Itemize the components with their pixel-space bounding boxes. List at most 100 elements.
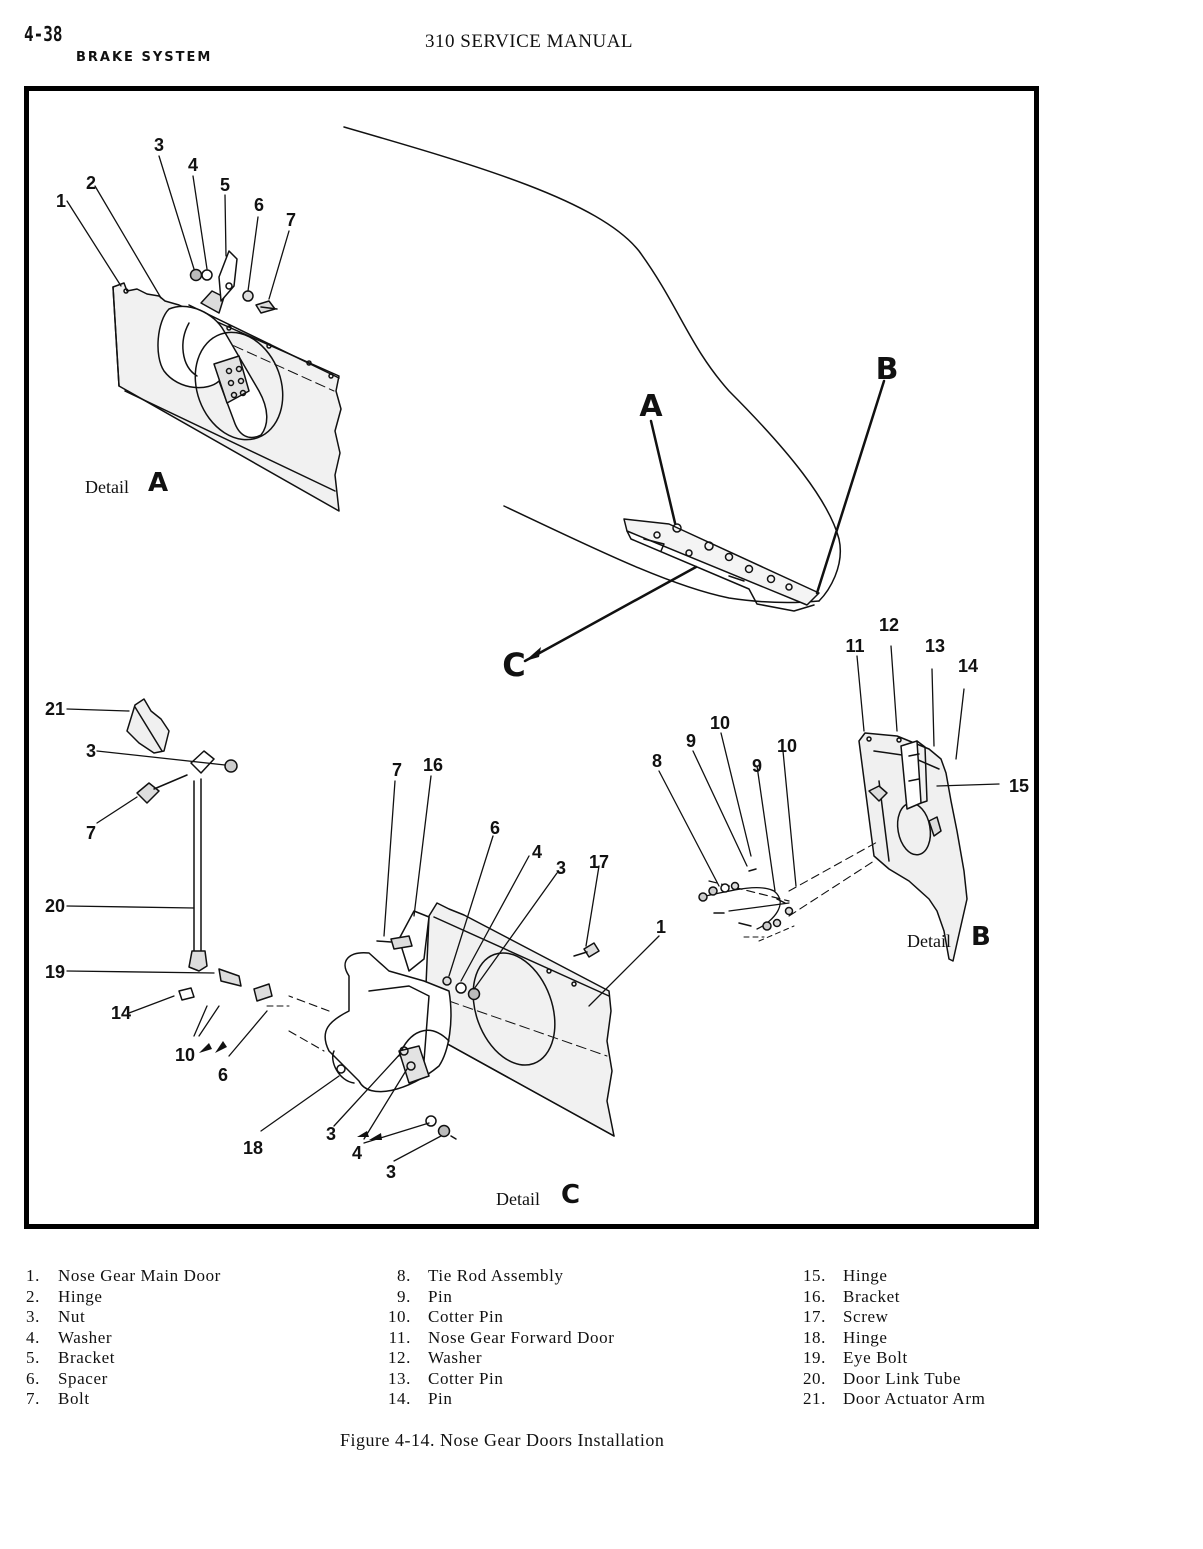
detail-c-label: Detail	[496, 1189, 540, 1209]
legend-label: Pin	[428, 1286, 453, 1306]
legend-number: 21.	[802, 1389, 826, 1408]
legend-item: 14. Pin	[385, 1389, 614, 1410]
legend-number: 5.	[26, 1348, 40, 1367]
legend-item: 17.Screw	[800, 1307, 985, 1328]
exploded-diagram: 1 2 3 4 5 6 7 8 9 10 9 10 11 12 13 14 15…	[45, 126, 1029, 1210]
leader-locator-a	[649, 419, 677, 525]
detail-c-leaders	[260, 775, 660, 1162]
callout-link-6: 6	[218, 1065, 228, 1085]
callout-link-10: 10	[175, 1045, 195, 1065]
legend-number: 14.	[387, 1389, 411, 1408]
legend-number: 1.	[26, 1266, 40, 1285]
legend-label: Screw	[843, 1307, 889, 1326]
legend-number: 13.	[387, 1368, 411, 1388]
legend-label: Bracket	[58, 1348, 116, 1367]
legend-label: Pin	[428, 1389, 453, 1408]
legend-item: 21.Door Actuator Arm	[800, 1389, 985, 1410]
detail-b-forward-door	[858, 732, 968, 962]
callout-c-1: 1	[656, 917, 666, 937]
callout-c-6: 6	[490, 818, 500, 838]
callout-b-15: 15	[1009, 776, 1029, 796]
detail-b-tie-rods	[698, 840, 880, 942]
manual-title: 310 SERVICE MANUAL	[425, 31, 634, 52]
callout-a-4: 4	[188, 155, 198, 175]
callout-c-16: 16	[423, 755, 443, 775]
legend-item: 1.Nose Gear Main Door	[26, 1266, 221, 1287]
legend-label: Hinge	[843, 1266, 888, 1285]
legend-item: 20.Door Link Tube	[800, 1369, 985, 1390]
legend-item: 9. Pin	[385, 1287, 614, 1308]
callout-c-3: 3	[556, 858, 566, 878]
legend-item: 8.Tie Rod Assembly	[385, 1266, 614, 1287]
legend-label: Bracket	[843, 1286, 901, 1306]
legend-item: 18.Hinge	[800, 1328, 985, 1349]
locator-letter-a: A	[639, 389, 663, 424]
callout-b-11: 11	[845, 636, 864, 656]
figure-caption: Figure 4-14. Nose Gear Doors Installatio…	[340, 1430, 665, 1450]
locator-letter-c: C	[502, 646, 525, 684]
legend-item: 5. Bracket	[26, 1348, 221, 1369]
legend-label: Washer	[58, 1327, 113, 1347]
legend-number: 4.	[26, 1327, 40, 1347]
callout-b-14: 14	[958, 656, 978, 676]
figure-frame: 1 2 3 4 5 6 7 8 9 10 9 10 11 12 13 14 15…	[24, 86, 1039, 1229]
detail-a-letter: A	[148, 468, 168, 498]
page-number: 4-38	[24, 22, 63, 46]
legend-item: 19. Eye Bolt	[800, 1348, 985, 1369]
legend-item: 12.Washer	[385, 1348, 614, 1369]
detail-a-hardware	[189, 250, 278, 314]
legend-number: 2.	[26, 1286, 40, 1306]
aircraft-nose-outline	[343, 126, 841, 604]
legend-label: Cotter Pin	[428, 1307, 504, 1326]
legend-number: 3.	[26, 1307, 40, 1326]
legend-number: 16.	[802, 1286, 826, 1306]
callout-c-7: 7	[392, 760, 402, 780]
callout-a-1: 1	[56, 191, 66, 211]
legend-label: Washer	[428, 1348, 483, 1367]
leader-locator-b	[815, 379, 886, 595]
legend-label: Nut	[58, 1307, 86, 1326]
callout-link-7: 7	[86, 823, 96, 843]
detail-c-letter: C	[561, 1180, 580, 1210]
legend-label: Nose Gear Forward Door	[428, 1327, 615, 1347]
legend-label: Cotter Pin	[428, 1368, 504, 1388]
legend-label: Hinge	[58, 1286, 103, 1306]
leader-arrowheads	[199, 647, 541, 1140]
legend-item: 16. Bracket	[800, 1287, 985, 1308]
callout-b-12: 12	[879, 615, 899, 635]
legend-number: 18.	[802, 1327, 826, 1347]
legend-item: 7.Bolt	[26, 1389, 221, 1410]
callout-link-21: 21	[45, 699, 65, 719]
parts-legend-column-2: 8.Tie Rod Assembly 9. Pin 10. Cotter Pin 1…	[385, 1266, 614, 1410]
link-assembly-leaders	[66, 708, 268, 1057]
callout-link-19: 19	[45, 962, 65, 982]
legend-label: Eye Bolt	[843, 1348, 908, 1367]
detail-c-hinge	[324, 952, 452, 1093]
legend-number: 10.	[387, 1307, 411, 1326]
callout-c-4: 4	[532, 842, 542, 862]
legend-item: 13. Cotter Pin	[385, 1369, 614, 1390]
callout-a-5: 5	[220, 175, 230, 195]
legend-number: 6.	[26, 1368, 40, 1388]
legend-number: 8.	[397, 1266, 411, 1285]
legend-number: 7.	[26, 1389, 40, 1408]
detail-b-letter: B	[971, 922, 991, 952]
legend-item: 2. Hinge	[26, 1287, 221, 1308]
legend-item: 6. Spacer	[26, 1369, 221, 1390]
detail-b-hinge	[900, 740, 928, 810]
callout-b-9b: 9	[752, 756, 762, 776]
callout-b-9: 9	[686, 731, 696, 751]
nose-door-overview	[623, 518, 820, 612]
callout-link-14: 14	[111, 1003, 131, 1023]
callout-c-3c: 3	[386, 1162, 396, 1182]
leader-locator-c	[523, 565, 698, 663]
legend-number: 19.	[802, 1348, 826, 1367]
legend-item: 3. Nut	[26, 1307, 221, 1328]
callout-c-18: 18	[243, 1138, 263, 1158]
callout-b-8: 8	[652, 751, 662, 771]
legend-label: Spacer	[58, 1368, 108, 1388]
callout-a-6: 6	[254, 195, 264, 215]
parts-legend-column-1: 1.Nose Gear Main Door 2. Hinge 3. Nut 4. Wa…	[26, 1266, 221, 1410]
callout-b-13: 13	[925, 636, 945, 656]
legend-number: 9.	[397, 1286, 411, 1306]
